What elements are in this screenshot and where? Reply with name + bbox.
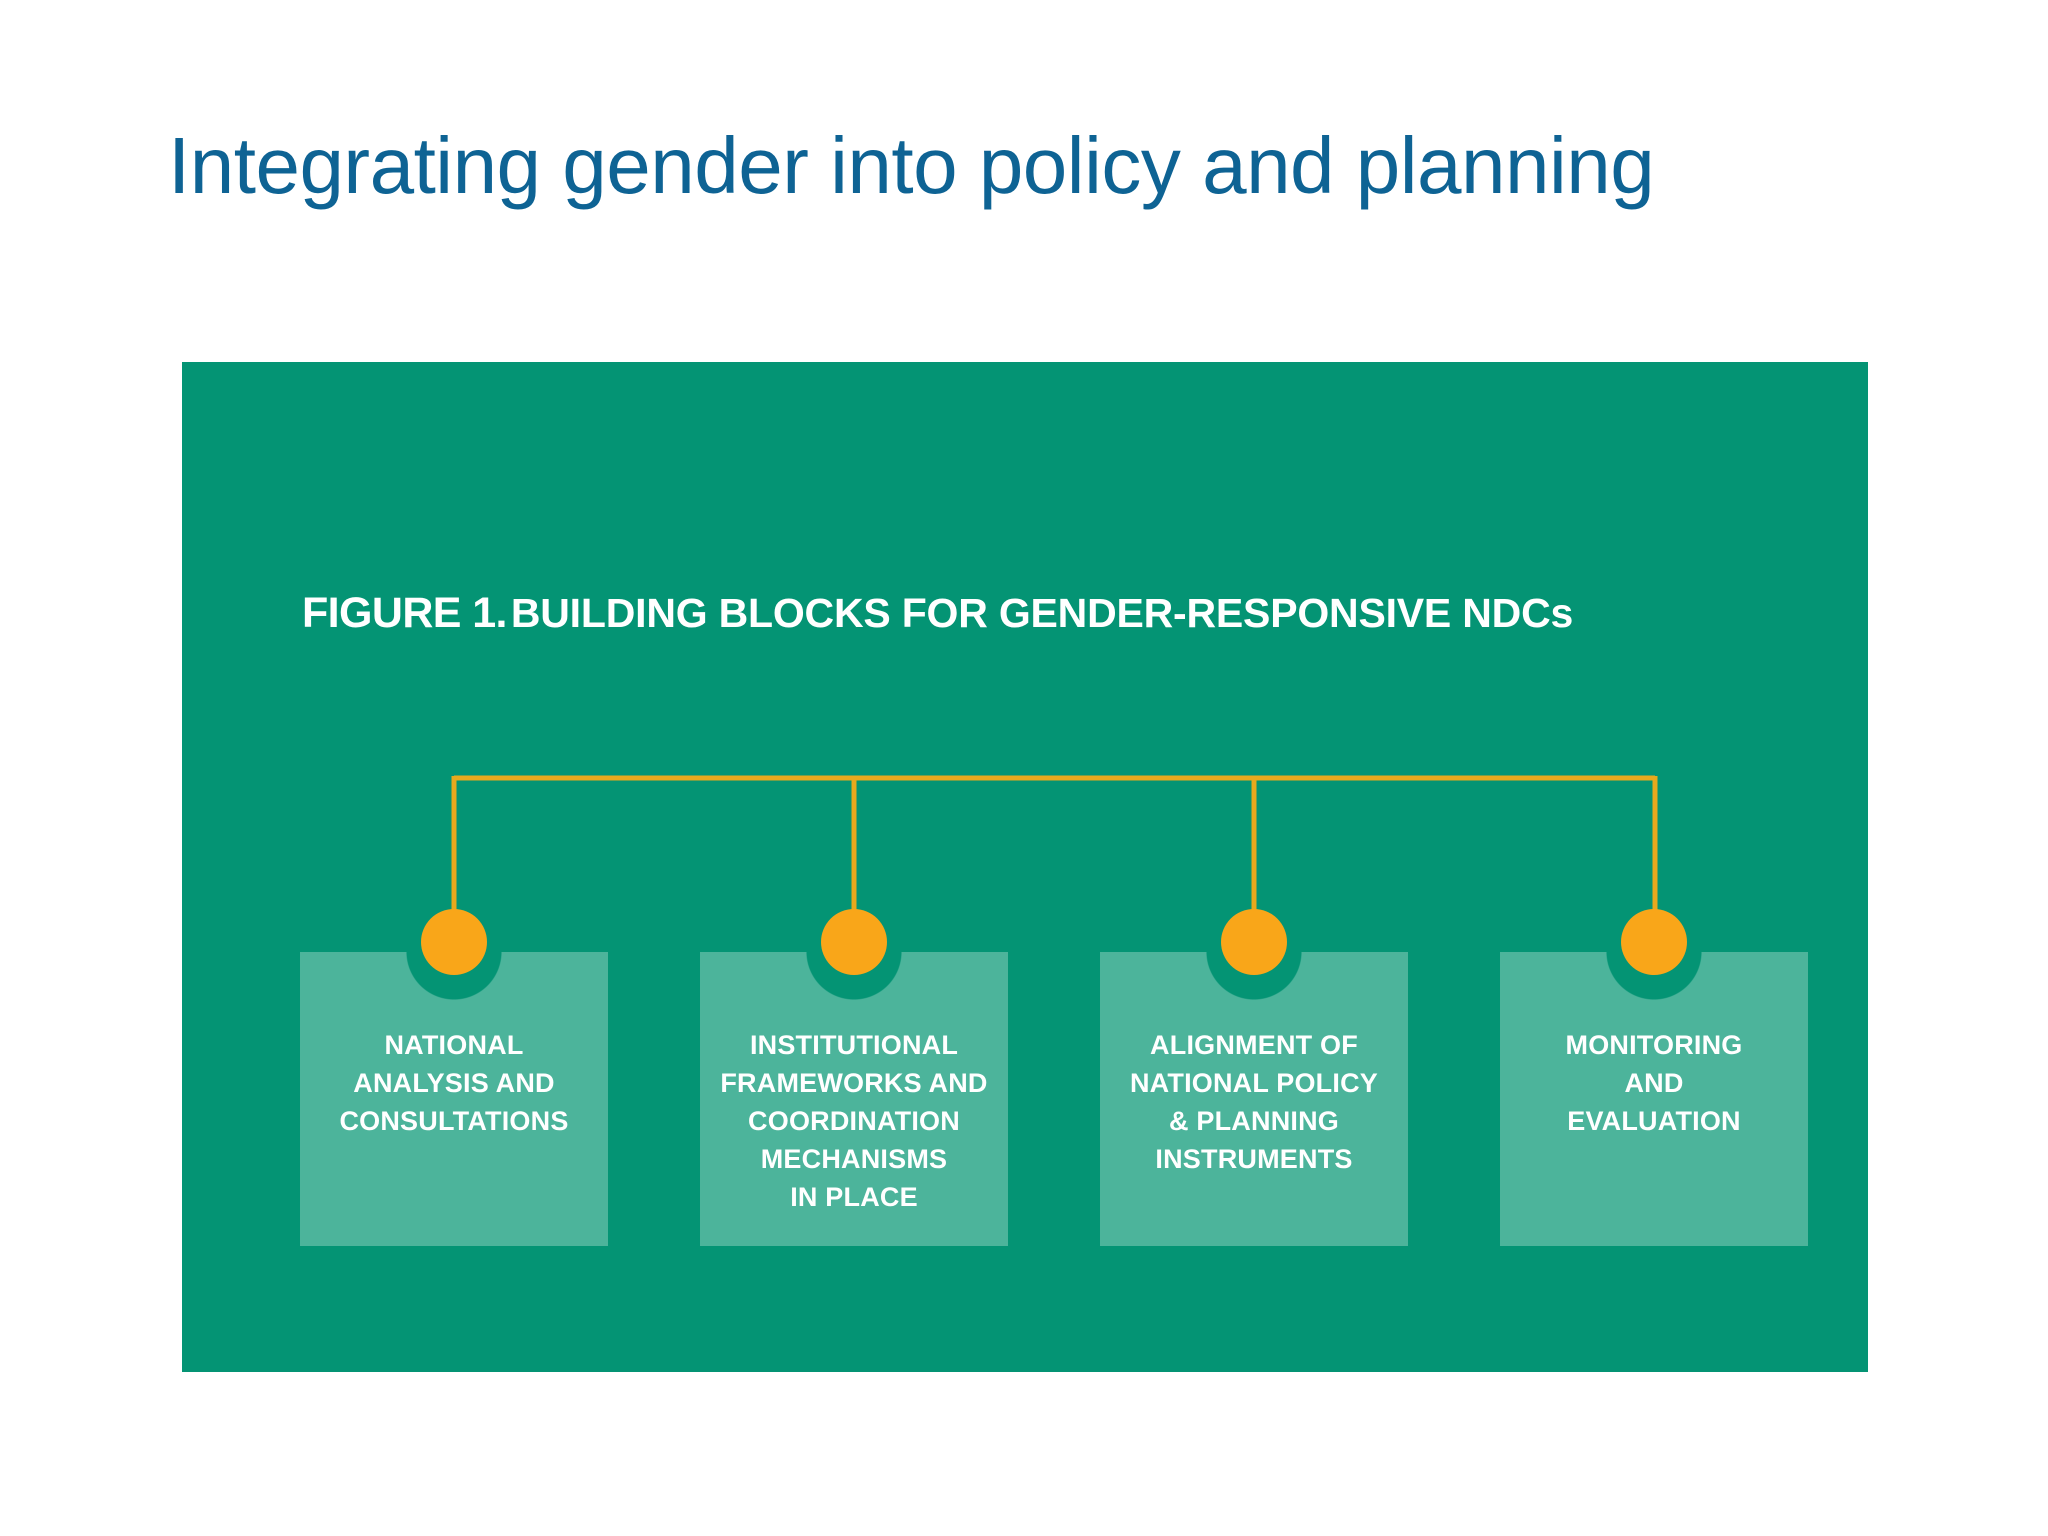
building-blocks-row: NATIONAL ANALYSIS AND CONSULTATIONS INST…: [182, 362, 1868, 1372]
figure-heading-text: BUILDING BLOCKS FOR GENDER-RESPONSIVE ND…: [510, 590, 1574, 636]
node-dot-icon: [821, 909, 887, 975]
block-label: ALIGNMENT OF NATIONAL POLICY & PLANNING …: [1129, 1030, 1378, 1174]
block-background: [1500, 952, 1808, 1246]
block-background: [1100, 952, 1408, 1246]
figure-number: FIGURE 1.: [302, 589, 507, 637]
node-dot-icon: [1221, 909, 1287, 975]
block-label: MONITORING AND EVALUATION: [1565, 1030, 1743, 1136]
block-background: [300, 952, 608, 1246]
node-dot-icon: [421, 909, 487, 975]
page-title: Integrating gender into policy and plann…: [168, 121, 1655, 210]
node-dot-icon: [1621, 909, 1687, 975]
block-background: [700, 952, 1008, 1246]
building-block-monitoring-evaluation[interactable]: MONITORING AND EVALUATION: [1500, 952, 1808, 1246]
building-block-alignment-policy[interactable]: ALIGNMENT OF NATIONAL POLICY & PLANNING …: [1100, 952, 1408, 1246]
building-block-national-analysis[interactable]: NATIONAL ANALYSIS AND CONSULTATIONS: [300, 952, 608, 1246]
figure-panel: FIGURE 1.BUILDING BLOCKS FOR GENDER-RESP…: [182, 362, 1868, 1372]
block-label: INSTITUTIONAL FRAMEWORKS AND COORDINATIO…: [720, 1030, 988, 1212]
building-block-institutional-frameworks[interactable]: INSTITUTIONAL FRAMEWORKS AND COORDINATIO…: [700, 952, 1008, 1246]
block-label: NATIONAL ANALYSIS AND CONSULTATIONS: [339, 1030, 569, 1136]
figure-heading: FIGURE 1.BUILDING BLOCKS FOR GENDER-RESP…: [302, 590, 1573, 636]
